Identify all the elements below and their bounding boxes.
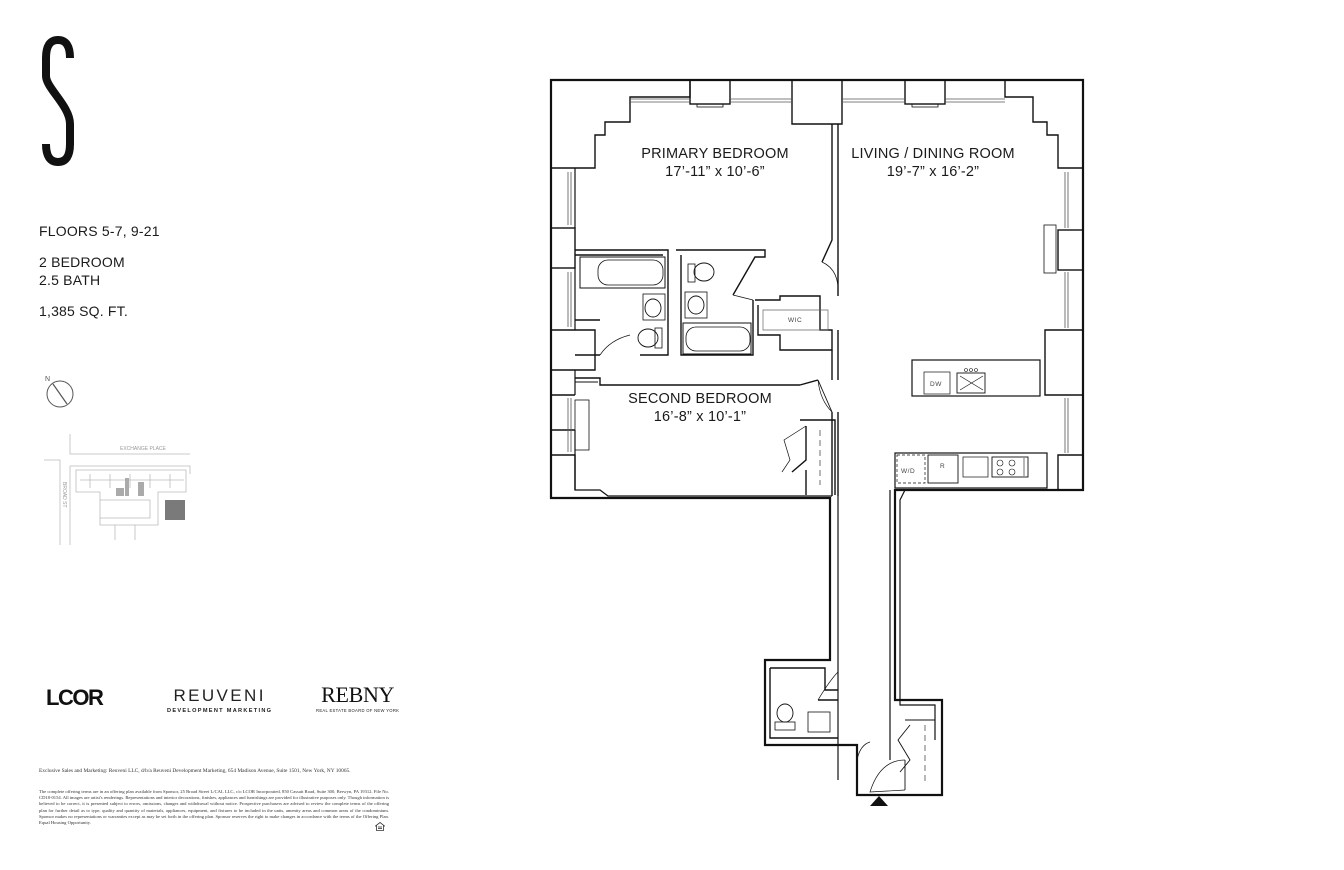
- wic-tag: WIC: [788, 317, 803, 324]
- area-text: 1,385 SQ. FT.: [39, 303, 128, 319]
- reuveni-logo-text: REUVENI: [173, 686, 266, 705]
- bedrooms-text: 2 BEDROOM: [39, 254, 125, 270]
- reuveni-logo-subtext: DEVELOPMENT MARKETING: [167, 708, 273, 714]
- lcor-logo: LCOR: [46, 685, 104, 710]
- s-brand-logo: [42, 36, 74, 166]
- north-compass-icon: N: [45, 376, 74, 408]
- dishwasher-tag: DW: [930, 381, 942, 388]
- baths-text: 2.5 BATH: [39, 272, 101, 288]
- second-bedroom-dims: 16’-8” x 10’-1”: [653, 409, 747, 425]
- second-bedroom-name: SECOND BEDROOM: [628, 391, 772, 407]
- entry-arrow-icon: [870, 796, 888, 806]
- primary-bedroom-dims: 17’-11” x 10’-6”: [665, 164, 765, 180]
- marketing-notice: Exclusive Sales and Marketing: Reuveni L…: [39, 768, 351, 774]
- living-dining-label: LIVING / DINING ROOM 19’-7” x 16’-2”: [838, 145, 1028, 181]
- reuveni-logo: REUVENI DEVELOPMENT MARKETING: [167, 686, 272, 714]
- primary-bedroom-label: PRIMARY BEDROOM 17’-11” x 10’-6”: [620, 145, 810, 181]
- rebny-logo: REBNY REAL ESTATE BOARD OF NEW YORK: [316, 682, 399, 713]
- unit-info: FLOORS 5-7, 9-21 2 BEDROOM 2.5 BATH 1,38…: [39, 222, 160, 333]
- living-dining-dims: 19’-7” x 16’-2”: [886, 164, 980, 180]
- key-plan-street-left: BROAD ST: [61, 482, 67, 508]
- key-plan-street-top: EXCHANGE PLACE: [120, 446, 167, 452]
- compass-label: N: [45, 376, 50, 383]
- equal-housing-icon: [375, 822, 385, 831]
- living-dining-name: LIVING / DINING ROOM: [851, 146, 1015, 162]
- rebny-logo-subtext: REAL ESTATE BOARD OF NEW YORK: [316, 708, 400, 713]
- key-plan-map: EXCHANGE PLACE BROAD ST: [44, 434, 191, 545]
- offering-disclaimer: The complete offering terms are in an of…: [39, 789, 389, 826]
- primary-bedroom-name: PRIMARY BEDROOM: [641, 146, 789, 162]
- second-bedroom-label: SECOND BEDROOM 16’-8” x 10’-1”: [605, 390, 795, 426]
- rebny-logo-text: REBNY: [321, 682, 395, 707]
- refrigerator-tag: R: [940, 463, 946, 470]
- floors-text: FLOORS 5-7, 9-21: [39, 223, 160, 239]
- washer-dryer-tag: W/D: [901, 468, 916, 475]
